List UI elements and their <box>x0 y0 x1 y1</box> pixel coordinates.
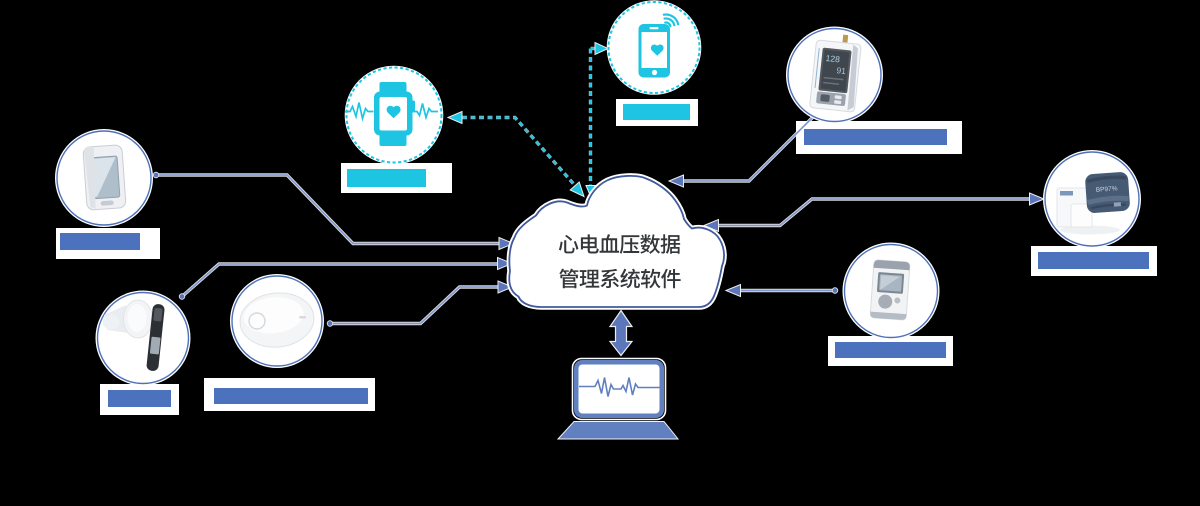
svg-text:BP97%: BP97% <box>1096 185 1118 194</box>
svg-text:91: 91 <box>836 65 847 76</box>
svg-text:128: 128 <box>825 53 840 64</box>
